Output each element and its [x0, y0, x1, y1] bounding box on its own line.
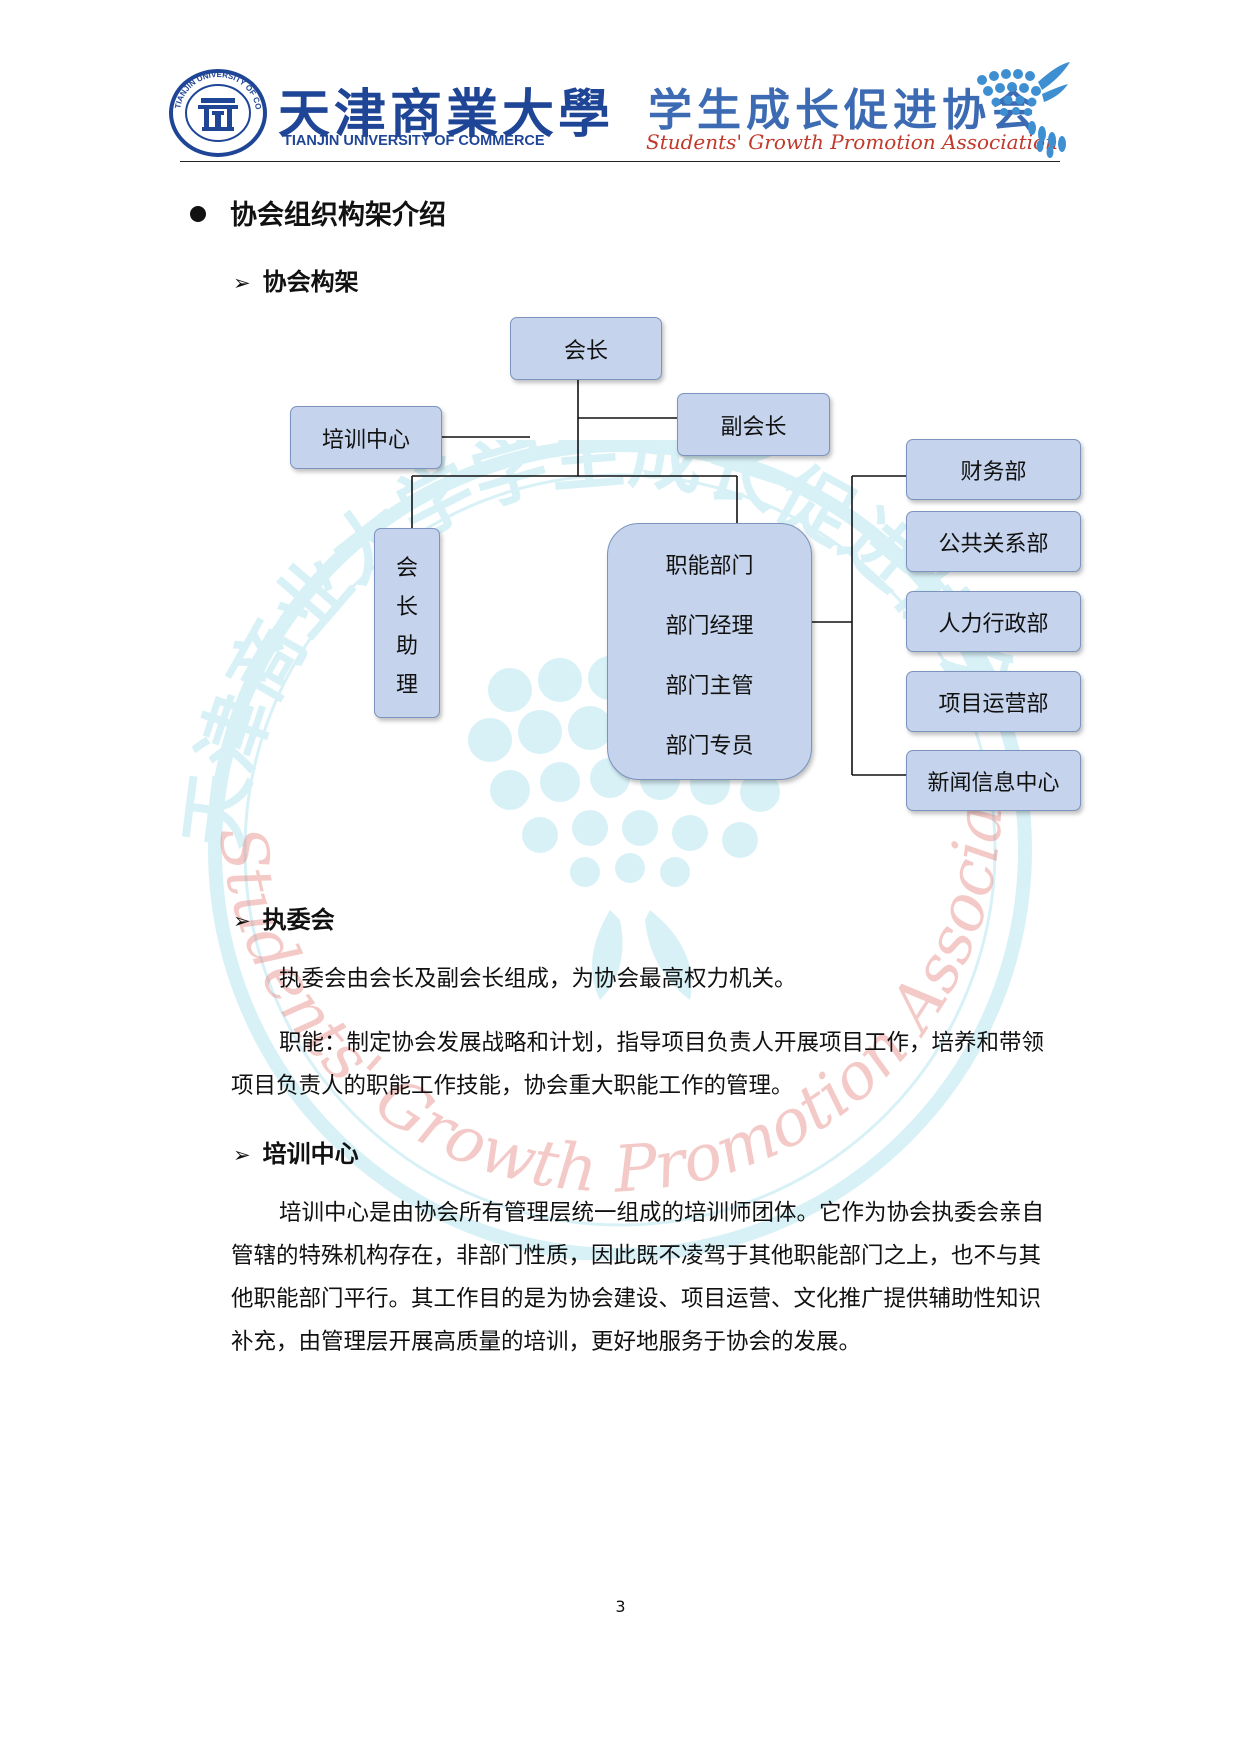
training-paragraph-1: 培训中心是由协会所有管理层统一组成的培训师团体。它作为协会执委会亲自管辖的特殊机… [231, 1200, 1045, 1355]
page-number: 3 [615, 1597, 626, 1616]
vice-president-box: 副会长 [677, 393, 830, 456]
dept-label: 新闻信息中心 [927, 770, 1060, 796]
functional-dept-box: 职能部门 部门经理 部门主管 部门专员 [607, 523, 812, 780]
president-box: 会长 [510, 317, 662, 380]
association-name-en: Students' Growth Promotion Association [646, 130, 1058, 154]
dept-box-news-center: 新闻信息中心 [906, 750, 1081, 811]
dept-label: 财务部 [960, 459, 1027, 485]
association-logo [977, 62, 1070, 158]
arrow-bullet-icon: ➢ [233, 1143, 251, 1167]
exec-paragraph-1: 执委会由会长及副会长组成，为协会最高权力机关。 [279, 966, 797, 992]
functional-level-manager: 部门经理 [665, 614, 754, 639]
exec-paragraph-2: 职能：制定协会发展战略和计划，指导项目负责人开展项目工作，培养和带领项目负责人的… [231, 1030, 1045, 1099]
university-name-cn: 天津商業大學 [278, 84, 615, 145]
functional-level-specialist: 部门专员 [665, 734, 754, 759]
header-rule [180, 161, 1060, 162]
exec-heading: ➢ 执委会 [233, 900, 335, 935]
training-heading: ➢ 培训中心 [233, 1134, 359, 1169]
dept-box-public-relations: 公共关系部 [906, 511, 1081, 572]
university-seal-logo: TIANJIN UNIVERSITY OF COMMERCE [168, 68, 267, 157]
training-center-label: 培训中心 [321, 427, 410, 453]
bullet-dot-icon [190, 205, 206, 222]
dept-label: 人力行政部 [938, 611, 1049, 637]
vice-president-label: 副会长 [720, 414, 787, 440]
org-heading-text: 协会构架 [262, 268, 359, 296]
dept-label: 项目运营部 [938, 691, 1049, 717]
assistant-char: 助 [395, 634, 418, 659]
assistant-char: 理 [395, 673, 418, 698]
dept-label: 公共关系部 [938, 531, 1049, 557]
assistant-char: 长 [395, 595, 418, 620]
training-center-box: 培训中心 [290, 406, 442, 469]
arrow-bullet-icon: ➢ [233, 271, 251, 295]
dept-box-project-ops: 项目运营部 [906, 671, 1081, 732]
section-title: 协会组织构架介绍 [190, 193, 446, 232]
assistant-box: 会 长 助 理 [374, 528, 440, 718]
functional-dept-title: 职能部门 [665, 554, 754, 579]
dept-box-finance: 财务部 [906, 439, 1081, 500]
functional-level-supervisor: 部门主管 [665, 674, 754, 699]
arrow-bullet-icon: ➢ [233, 909, 251, 933]
president-label: 会长 [563, 338, 608, 364]
assistant-char: 会 [395, 556, 418, 581]
exec-heading-text: 执委会 [262, 906, 335, 934]
training-heading-text: 培训中心 [262, 1140, 359, 1168]
association-name-cn: 学生成长促进协会 [648, 85, 1040, 136]
dept-box-hr-admin: 人力行政部 [906, 591, 1081, 652]
section-title-text: 协会组织构架介绍 [230, 200, 446, 231]
university-name-en: TIANJIN UNIVERSITY OF COMMERCE [283, 133, 545, 149]
org-heading: ➢ 协会构架 [233, 262, 359, 297]
